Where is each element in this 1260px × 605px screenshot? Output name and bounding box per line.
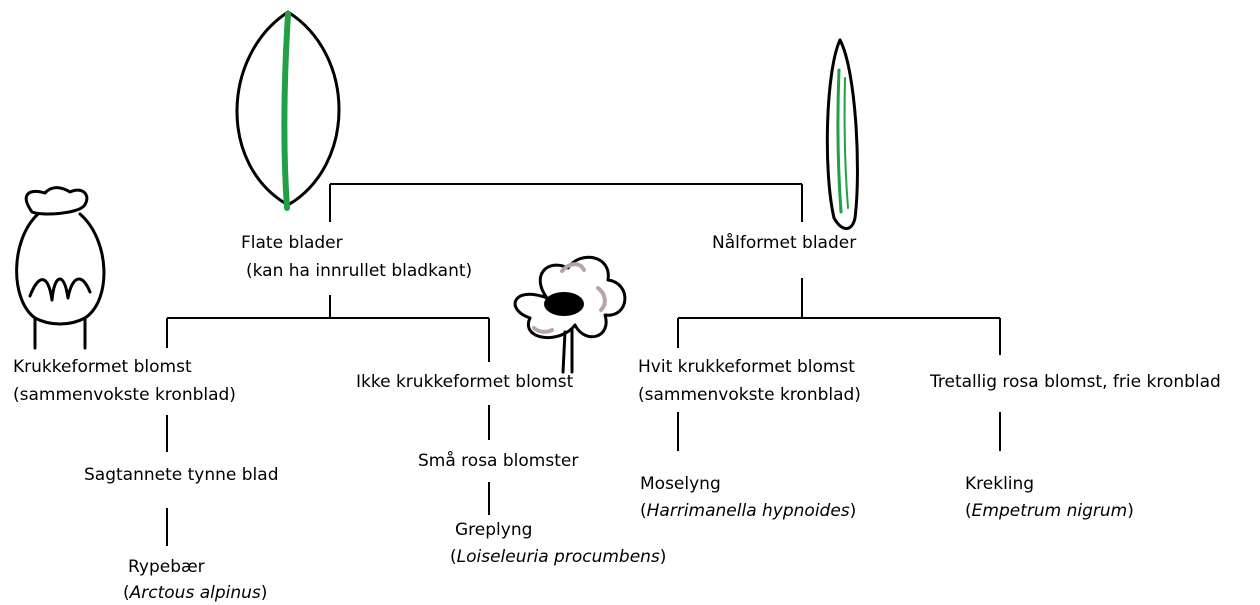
node-white-urn-flower: Hvit krukkeformet blomst (sammenvokste k… [638,357,861,405]
node-label: Ikke krukkeformet blomst [356,372,574,392]
species-latin: (Harrimanella hypnoides) [640,501,856,521]
needle-leaf-icon [825,38,859,230]
open-flower-icon [513,255,627,374]
leaf-vein [281,11,291,211]
node-label: Små rosa blomster [418,450,578,471]
node-sublabel: (sammenvokste kronblad) [13,385,236,405]
needle-vein [836,68,843,214]
connector-lines [166,183,1001,546]
node-label: Hvit krukkeformet blomst [638,357,855,377]
node-flat-leaves: Flate blader (kan ha innrullet bladkant) [241,233,472,281]
node-label: Nålformet blader [712,232,856,253]
node-small-pink: Små rosa blomster [418,450,578,471]
species-latin-name: Arctous alpinus [129,583,261,603]
species-name: Moselyng [640,474,721,494]
species-latin-name: Harrimanella hypnoides [647,501,850,521]
node-serrated-leaves: Sagtannete tynne blad [84,465,278,485]
species-latin: (Loiseleuria procumbens) [450,547,666,567]
node-sublabel: (kan ha innrullet bladkant) [246,261,472,281]
flower-center [544,292,584,316]
species-latin: (Arctous alpinus) [123,583,267,603]
node-not-urn-flower: Ikke krukkeformet blomst [356,372,574,392]
node-label: Sagtannete tynne blad [84,465,278,485]
species-name: Rypebær [128,557,205,577]
node-label: Flate blader [241,233,343,253]
node-label: Krukkeformet blomst [13,357,192,377]
species-name: Krekling [965,474,1034,494]
species-latin-name: Empetrum nigrum [972,501,1128,521]
species-name: Greplyng [455,520,532,540]
species-krekling: Krekling (Empetrum nigrum) [965,474,1134,521]
species-latin-name: Loiseleuria procumbens [457,547,660,567]
flat-leaf-icon [235,10,341,211]
node-sublabel: (sammenvokste kronblad) [638,385,861,405]
node-three-part-pink: Tretallig rosa blomst, frie kronblad [929,372,1221,392]
species-moselyng: Moselyng (Harrimanella hypnoides) [640,474,856,521]
node-needle-leaves: Nålformet blader [712,232,856,253]
species-rypebaer: Rypebær (Arctous alpinus) [123,557,267,603]
node-label: Tretallig rosa blomst, frie kronblad [929,372,1221,392]
species-greplyng: Greplyng (Loiseleuria procumbens) [450,520,666,567]
node-urn-flower: Krukkeformet blomst (sammenvokste kronbl… [13,357,236,405]
species-latin: (Empetrum nigrum) [965,501,1134,521]
urn-flower-icon [15,186,106,350]
